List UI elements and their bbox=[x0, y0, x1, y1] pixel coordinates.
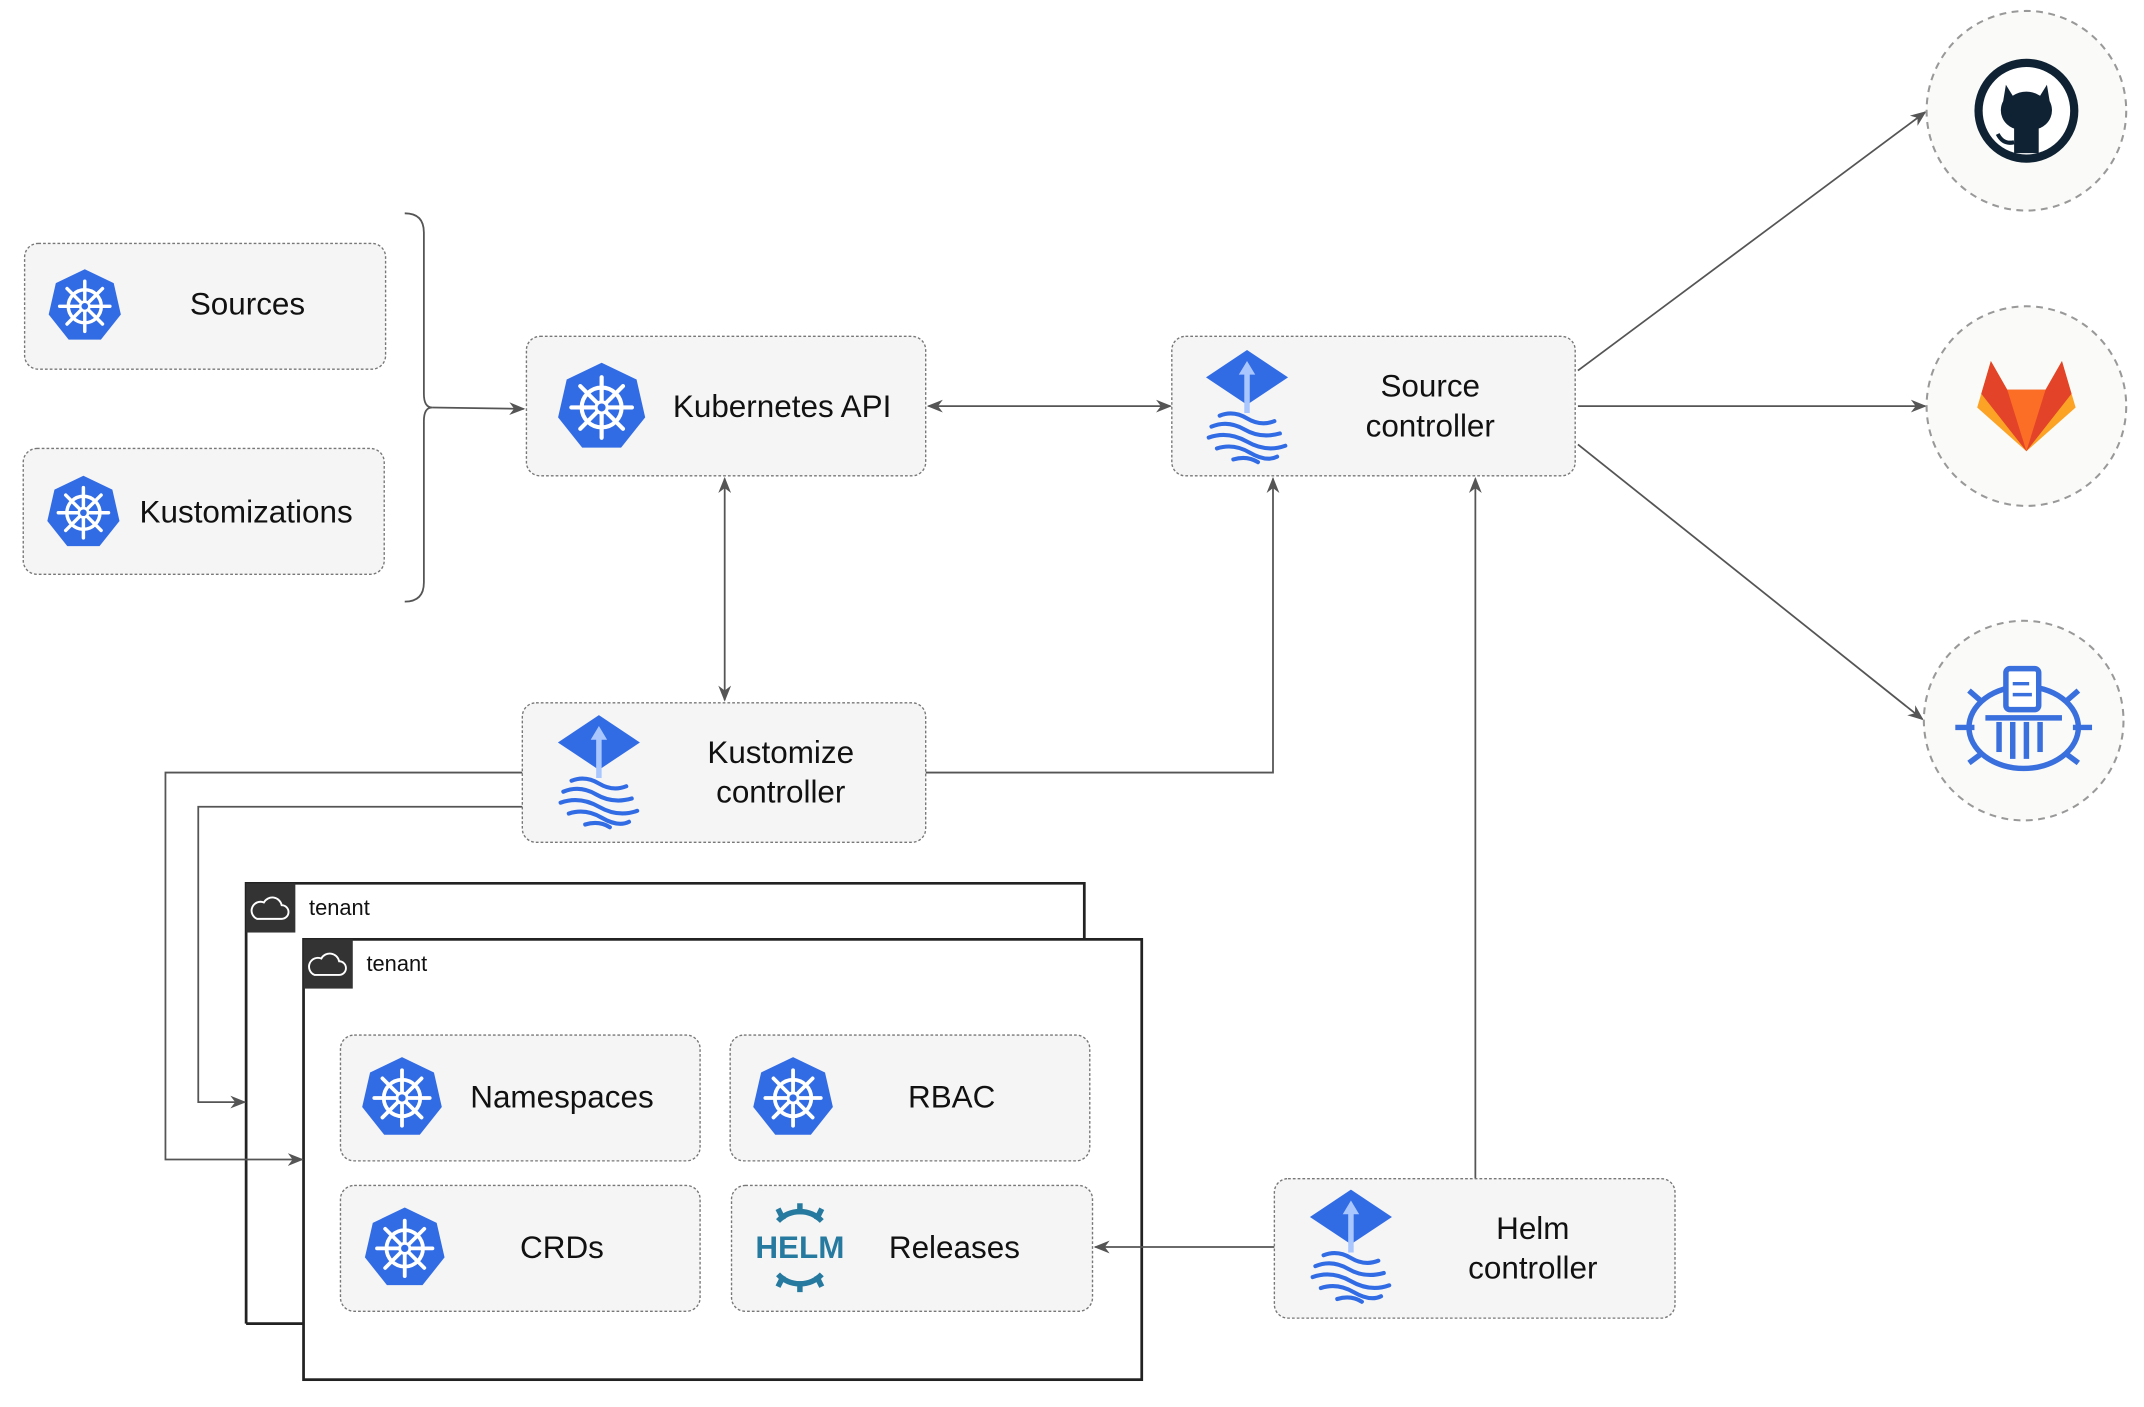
node-label: Helm bbox=[1496, 1211, 1569, 1246]
node-label: Kustomize bbox=[707, 735, 854, 770]
node-label: controller bbox=[1468, 1251, 1597, 1286]
node-releases[interactable]: HELM Releases bbox=[730, 1184, 1094, 1312]
edge-kustomize-to-tenant-front bbox=[164, 771, 523, 1166]
node-helm-controller[interactable]: Helm controller bbox=[1273, 1177, 1676, 1319]
edge-kustomize-to-tenant-back bbox=[197, 805, 523, 1109]
bucket-icon bbox=[1955, 665, 2093, 772]
node-rbac[interactable]: RBAC bbox=[729, 1034, 1091, 1162]
node-label: Namespaces bbox=[470, 1080, 653, 1115]
tenant-label: tenant bbox=[309, 895, 370, 920]
node-kustomizations[interactable]: Kustomizations bbox=[22, 447, 385, 575]
gitlab-source[interactable] bbox=[1925, 305, 2128, 507]
bucket-source[interactable] bbox=[1922, 619, 2125, 822]
helm-icon: HELM bbox=[755, 1203, 844, 1293]
tenant-label: tenant bbox=[366, 951, 427, 976]
edge-source-to-bucket bbox=[1577, 443, 1924, 721]
gitlab-icon bbox=[1977, 360, 2076, 452]
edge-source-to-github bbox=[1577, 111, 1927, 372]
node-sources[interactable]: Sources bbox=[23, 242, 387, 370]
node-label: Source bbox=[1380, 369, 1480, 404]
svg-text:HELM: HELM bbox=[755, 1230, 844, 1265]
node-namespaces[interactable]: Namespaces bbox=[339, 1034, 701, 1162]
node-label: Releases bbox=[889, 1230, 1020, 1265]
github-source[interactable] bbox=[1925, 9, 2128, 212]
node-crds[interactable]: CRDs bbox=[339, 1184, 701, 1312]
node-label: CRDs bbox=[520, 1230, 604, 1265]
node-label: RBAC bbox=[908, 1080, 995, 1115]
edge-crds-to-api bbox=[432, 402, 526, 416]
github-icon bbox=[1974, 58, 2079, 163]
edge-kustomize-to-source bbox=[925, 476, 1280, 774]
node-label: Sources bbox=[190, 287, 305, 322]
node-label: controller bbox=[1366, 408, 1495, 443]
node-kubernetes-api[interactable]: Kubernetes API bbox=[525, 335, 927, 477]
cloud-icon bbox=[308, 952, 347, 976]
node-label: Kustomizations bbox=[140, 494, 353, 529]
cloud-icon bbox=[250, 896, 290, 920]
node-label: controller bbox=[716, 775, 845, 810]
node-kustomize-controller[interactable]: Kustomize controller bbox=[521, 702, 927, 843]
brace bbox=[404, 212, 433, 603]
node-source-controller[interactable]: Source controller bbox=[1171, 335, 1576, 477]
node-label: Kubernetes API bbox=[673, 389, 891, 424]
